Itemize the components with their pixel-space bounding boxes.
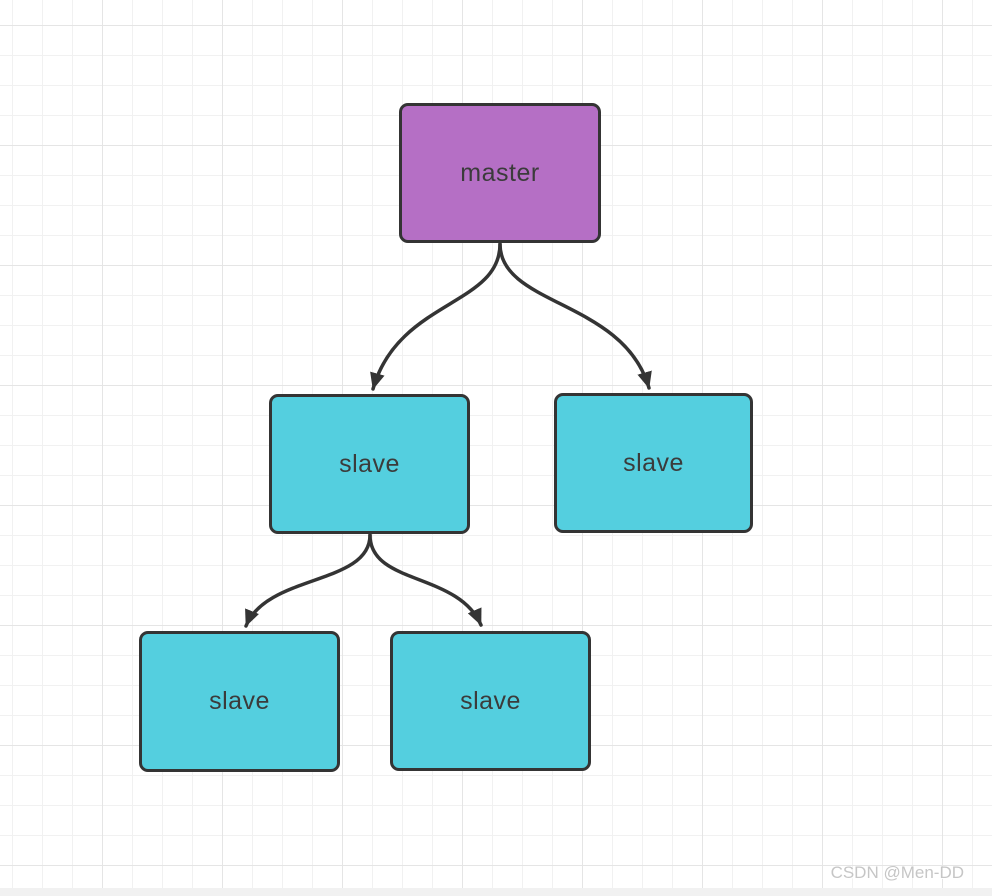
- edge-slave-1-to-slave-4: [368, 533, 483, 627]
- edge-slave-1-to-slave-3: [244, 533, 372, 628]
- node-slave-2: slave: [554, 393, 753, 533]
- node-master-label: master: [460, 158, 540, 187]
- node-master: master: [399, 103, 601, 243]
- node-slave-3: slave: [139, 631, 340, 772]
- csdn-watermark: CSDN @Men-DD: [830, 863, 964, 882]
- node-slave-4: slave: [390, 631, 591, 771]
- node-slave-1: slave: [269, 394, 470, 534]
- edge-master-to-slave-2: [498, 242, 652, 390]
- node-slave-4-label: slave: [460, 686, 521, 715]
- node-slave-1-label: slave: [339, 449, 400, 478]
- node-slave-3-label: slave: [209, 687, 270, 715]
- node-slave-2-label: slave: [623, 448, 684, 477]
- edge-master-to-slave-1: [370, 242, 502, 391]
- bottom-edge-strip: [0, 888, 992, 896]
